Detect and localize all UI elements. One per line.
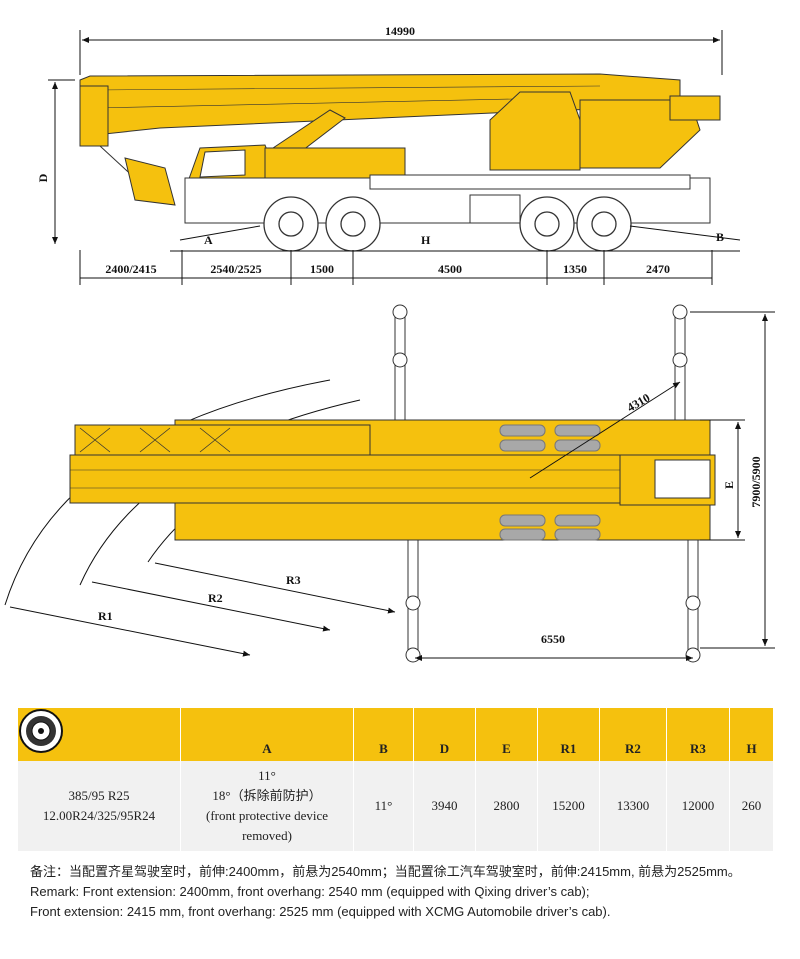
remarks: 备注：当配置齐星驾驶室时，前伸:2400mm，前悬为2540mm；当配置徐工汽车…: [30, 862, 775, 922]
radius-r3-label: R3: [286, 573, 301, 587]
outrigger-longitudinal-label: 6550: [541, 632, 565, 646]
tire-spec-cell: 385/95 R25 12.00R24/325/95R24: [18, 761, 181, 851]
dim-axle-1-2: 1500: [310, 262, 334, 276]
dim-axle-3-4: 1350: [563, 262, 587, 276]
clearance-h-label: H: [421, 233, 431, 247]
header-d: D: [413, 708, 476, 761]
dim-rear-overhang: 2470: [646, 262, 670, 276]
radius-r1-label: R1: [98, 609, 113, 623]
spec-table: A B D E R1 R2 R3 H 385/95 R25 12.00R24/3…: [18, 708, 773, 851]
crane-drawing: 14990 D: [4, 24, 775, 663]
remark-en-1: Remark: Front extension: 2400mm, front o…: [30, 884, 590, 899]
angle-a-line-4: removed): [242, 828, 292, 843]
tire-spec-1: 385/95 R25: [68, 788, 130, 803]
value-r3: 12000: [666, 761, 730, 851]
remark-en-2: Front extension: 2415 mm, front overhang…: [30, 904, 611, 919]
value-r2: 13300: [599, 761, 667, 851]
width-e-label: E: [722, 481, 736, 489]
header-a: A: [180, 708, 354, 761]
dim-axle-2-3: 4500: [438, 262, 462, 276]
radius-4310-label: 4310: [625, 390, 653, 414]
header-r3: R3: [666, 708, 730, 761]
side-view: 14990 D: [36, 24, 741, 285]
angle-a-line-2: 18°（拆除前防护）: [212, 788, 322, 803]
angle-b-label: B: [716, 230, 724, 244]
header-b: B: [353, 708, 414, 761]
value-r1: 15200: [537, 761, 600, 851]
overall-length: 14990: [385, 24, 415, 38]
angle-a-label: A: [204, 233, 213, 247]
angle-a-cell: 11° 18°（拆除前防护） (front protective device …: [180, 761, 354, 851]
tire-icon-cell: [18, 708, 181, 761]
value-h: 260: [729, 761, 773, 851]
value-e: 2800: [475, 761, 538, 851]
height-d-label: D: [36, 173, 50, 182]
value-b: 11°: [353, 761, 414, 851]
table-row: 385/95 R25 12.00R24/325/95R24 11° 18°（拆除…: [18, 761, 773, 851]
value-d: 3940: [413, 761, 476, 851]
header-r1: R1: [537, 708, 600, 761]
tire-icon: [19, 709, 63, 753]
outrigger-span-label: 7900/5900: [749, 456, 763, 507]
dim-front-extension: 2400/2415: [105, 262, 156, 276]
angle-a-line-3: (front protective device: [206, 808, 328, 823]
dim-front-overhang: 2540/2525: [210, 262, 261, 276]
remark-zh: 备注：当配置齐星驾驶室时，前伸:2400mm，前悬为2540mm；当配置徐工汽车…: [30, 864, 741, 879]
angle-a-line-1: 11°: [258, 768, 276, 783]
header-h: H: [729, 708, 773, 761]
tire-spec-2: 12.00R24/325/95R24: [42, 808, 156, 823]
header-e: E: [475, 708, 538, 761]
header-r2: R2: [599, 708, 667, 761]
radius-r2-label: R2: [208, 591, 223, 605]
table-header-row: A B D E R1 R2 R3 H: [18, 708, 773, 761]
plan-view: R1 R2 R3: [4, 304, 775, 663]
